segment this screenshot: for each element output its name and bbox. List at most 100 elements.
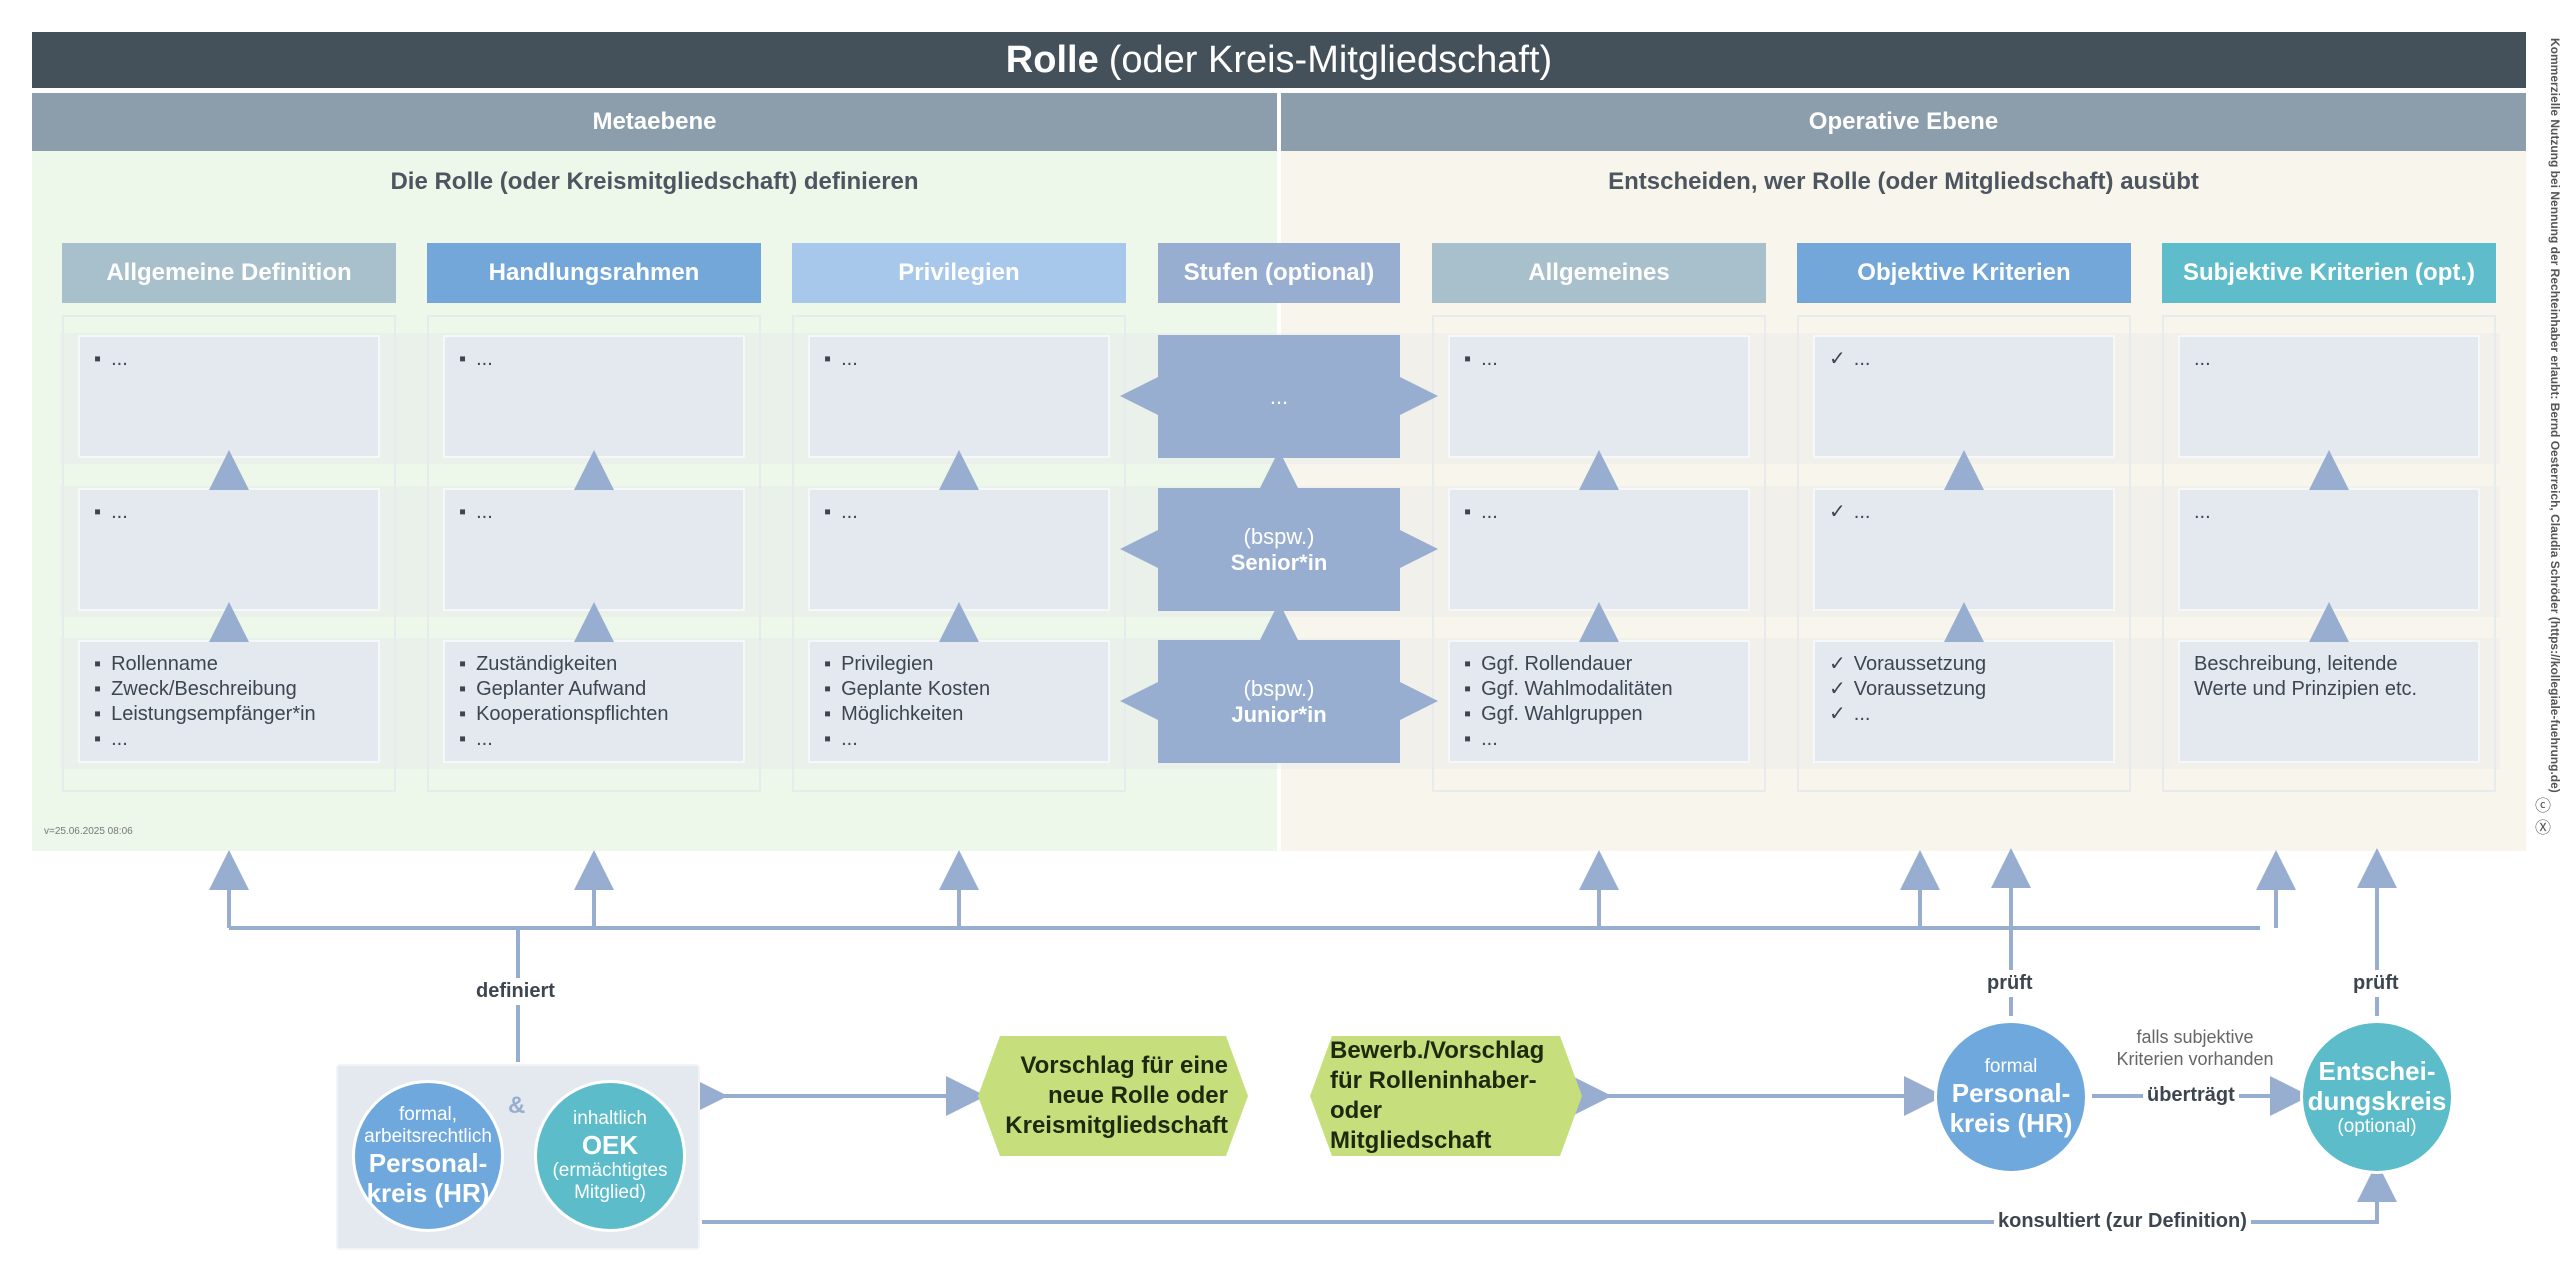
label-falls-1: falls subjektive bbox=[2136, 1027, 2254, 1047]
column-header-objektive-kriterien: Objektive Kriterien bbox=[1797, 243, 2131, 303]
cell-allgemeines-row-3: Ggf. RollendauerGgf. WahlmodalitätenGgf.… bbox=[1448, 640, 1750, 763]
label-prueft-ek: prüft bbox=[2349, 970, 2403, 997]
personalkreis-left-circle: formal, arbeitsrechtlich Personal- kreis… bbox=[352, 1080, 504, 1232]
pk-left-big-1: Personal- bbox=[368, 1148, 488, 1178]
meta-level-bar: Metaebene bbox=[32, 93, 1277, 151]
application-line-2: für Rolleninhaber- bbox=[1330, 1067, 1537, 1094]
ampersand: & bbox=[508, 1092, 526, 1119]
oek-small-2: Mitglied) bbox=[574, 1182, 646, 1203]
label-falls-2: Kriterien vorhanden bbox=[2116, 1049, 2274, 1069]
cell-line: ... bbox=[94, 500, 364, 525]
oek-circle: inhaltlich OEK (ermächtigtes Mitglied) bbox=[534, 1080, 686, 1232]
cell-line: ... bbox=[459, 347, 729, 372]
column-header-allgemeines: Allgemeines bbox=[1432, 243, 1766, 303]
cell-objektive-kriterien-row-1: ... bbox=[1813, 335, 2115, 458]
cell-subjektive-kriterien-row-1: ... bbox=[2178, 335, 2480, 458]
column-header-privilegien: Privilegien bbox=[792, 243, 1126, 303]
cell-line: ... bbox=[1829, 702, 2099, 727]
cell-line: ... bbox=[459, 727, 729, 752]
cell-line: Möglichkeiten bbox=[824, 702, 1094, 727]
cell-line: Rollenname bbox=[94, 652, 364, 677]
cell-line: Ggf. Wahlmodalitäten bbox=[1464, 677, 1734, 702]
column-header-subjektive-kriterien: Subjektive Kriterien (opt.) bbox=[2162, 243, 2496, 303]
label-uebertraegt: überträgt bbox=[2143, 1082, 2239, 1109]
stage-junior-line1: (bspw.) bbox=[1243, 675, 1315, 701]
oek-small-top: inhaltlich bbox=[573, 1108, 647, 1129]
cell-objektive-kriterien-row-2: ... bbox=[1813, 488, 2115, 611]
pk-left-small-2: arbeitsrechtlich bbox=[364, 1126, 492, 1147]
cell-handlungsrahmen-row-1: ... bbox=[443, 335, 745, 458]
cell-allgemeines-row-1: ... bbox=[1448, 335, 1750, 458]
cell-line: Geplante Kosten bbox=[824, 677, 1094, 702]
cell-handlungsrahmen-row-2: ... bbox=[443, 488, 745, 611]
cell-line: Voraussetzung bbox=[1829, 652, 2099, 677]
cell-line: ... bbox=[824, 500, 1094, 525]
cell-line: ... bbox=[2194, 501, 2211, 523]
cell-line: Werte und Prinzipien etc. bbox=[2194, 678, 2418, 700]
operative-subtitle: Entscheiden, wer Rolle (oder Mitgliedsch… bbox=[1608, 168, 2199, 195]
column-frame-objektive-kriterien bbox=[1797, 315, 2131, 792]
cell-objektive-kriterien-row-3: VoraussetzungVoraussetzung... bbox=[1813, 640, 2115, 763]
stage-box-senior: (bspw.) Senior*in bbox=[1158, 488, 1400, 611]
cell-line: ... bbox=[1464, 500, 1734, 525]
pk-right-small: formal bbox=[1984, 1056, 2038, 1077]
cell-line: ... bbox=[1829, 500, 2099, 525]
stage-senior-line1: (bspw.) bbox=[1243, 523, 1315, 549]
title-rest: (oder Kreis-Mitgliedschaft) bbox=[1108, 38, 1553, 81]
cell-handlungsrahmen-row-3: ZuständigkeitenGeplanter AufwandKooperat… bbox=[443, 640, 745, 763]
pk-left-small-1: formal, bbox=[398, 1104, 458, 1125]
cell-line: Ggf. Rollendauer bbox=[1464, 652, 1734, 677]
cell-allgemeine-definition-row-2: ... bbox=[78, 488, 380, 611]
cell-line: ... bbox=[94, 727, 364, 752]
label-konsultiert: konsultiert (zur Definition) bbox=[1994, 1208, 2251, 1235]
cell-allgemeine-definition-row-1: ... bbox=[78, 335, 380, 458]
pk-right-big-2: kreis (HR) bbox=[1949, 1108, 2073, 1138]
stage-top-line1: ... bbox=[1269, 383, 1289, 409]
application-line-1: Bewerb./Vorschlag bbox=[1330, 1037, 1545, 1064]
arrow-konsultiert bbox=[702, 1162, 2397, 1224]
entscheidungskreis-circle: Entschei- dungskreis (optional) bbox=[2300, 1020, 2454, 1174]
operative-level-bar: Operative Ebene bbox=[1281, 93, 2526, 151]
column-header-allgemeine-definition: Allgemeine Definition bbox=[62, 243, 396, 303]
oek-big: OEK bbox=[581, 1130, 639, 1160]
application-line-3: oder Mitgliedschaft bbox=[1330, 1097, 1492, 1154]
stage-junior-line2: Junior*in bbox=[1231, 701, 1327, 727]
cell-line: Privilegien bbox=[824, 652, 1094, 677]
column-frame-subjektive-kriterien bbox=[2162, 315, 2496, 792]
title-bold: Rolle bbox=[1005, 38, 1099, 81]
cell-line: ... bbox=[459, 500, 729, 525]
stage-box-junior: (bspw.) Junior*in bbox=[1158, 640, 1400, 763]
cell-line: ... bbox=[1464, 727, 1734, 752]
stage-senior-line2: Senior*in bbox=[1230, 549, 1328, 575]
cell-line: ... bbox=[824, 347, 1094, 372]
cell-line: Ggf. Wahlgruppen bbox=[1464, 702, 1734, 727]
cell-line: ... bbox=[94, 347, 364, 372]
stage-box-top: ... bbox=[1158, 335, 1400, 458]
pk-right-big-1: Personal- bbox=[1951, 1078, 2071, 1108]
cell-line: ... bbox=[1464, 347, 1734, 372]
cell-allgemeine-definition-row-3: RollennameZweck/BeschreibungLeistungsemp… bbox=[78, 640, 380, 763]
cell-line: Zuständigkeiten bbox=[459, 652, 729, 677]
cell-line: ... bbox=[1829, 347, 2099, 372]
column-frame-allgemeine-definition bbox=[62, 315, 396, 792]
proposal-line-1: Vorschlag für eine bbox=[1020, 1052, 1228, 1079]
license-note: Kommerzielle Nutzung bei Nennung der Rec… bbox=[2548, 38, 2560, 793]
cell-line: ... bbox=[824, 727, 1094, 752]
pk-left-big-2: kreis (HR) bbox=[366, 1178, 490, 1208]
oek-small-1: (ermächtigtes bbox=[552, 1160, 668, 1181]
ek-big-1: Entschei- bbox=[2318, 1056, 2436, 1086]
proposal-line-2: neue Rolle oder bbox=[1047, 1082, 1228, 1109]
cell-line: Geplanter Aufwand bbox=[459, 677, 729, 702]
label-falls: falls subjektive Kriterien vorhanden bbox=[2100, 1026, 2290, 1070]
proposal-line-3: Kreismitgliedschaft bbox=[1005, 1112, 1228, 1139]
ek-small: (optional) bbox=[2337, 1116, 2417, 1137]
page-title: Rolle (oder Kreis-Mitgliedschaft) bbox=[32, 32, 2526, 88]
application-box: Bewerb./Vorschlag für Rolleninhaber- ode… bbox=[1310, 1036, 1582, 1156]
ek-big-2: dungskreis bbox=[2307, 1086, 2447, 1116]
personalkreis-right-circle: formal Personal- kreis (HR) bbox=[1934, 1020, 2088, 1174]
cell-line: ... bbox=[2194, 348, 2211, 370]
cell-line: Beschreibung, leitende bbox=[2194, 653, 2398, 675]
cell-line: Zweck/Beschreibung bbox=[94, 677, 364, 702]
